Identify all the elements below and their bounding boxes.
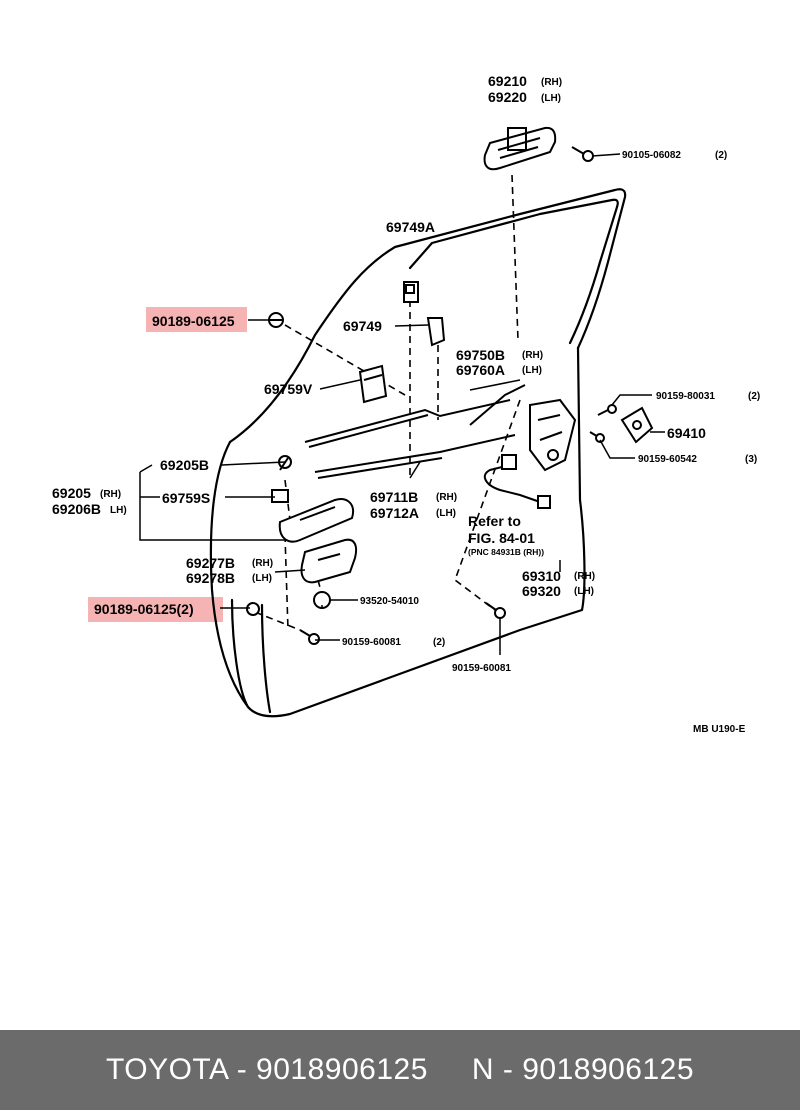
label-69760A-lh: (LH) — [522, 365, 542, 376]
part-labels: 69210 (RH) 69220 (LH) 90105-06082 (2) 69… — [52, 73, 760, 735]
lock-cable — [483, 454, 551, 509]
highlight-90189-bottom — [88, 597, 223, 622]
label-69759S: 69759S — [162, 490, 210, 506]
diagram-code: MB U190-E — [693, 724, 746, 735]
label-69205: 69205 — [52, 485, 91, 501]
label-69749: 69749 — [343, 318, 382, 334]
label-fig-84-01: FIG. 84-01 — [468, 530, 535, 546]
label-93520-54010: 93520-54010 — [360, 596, 419, 607]
label-69749A: 69749A — [386, 219, 435, 235]
label-90159-60542-qty: (3) — [745, 454, 757, 465]
footer-brand-part: TOYOTA - 9018906125 — [105, 1053, 428, 1086]
label-69278B-lh: (LH) — [252, 573, 272, 584]
part-69759S-icon — [271, 489, 289, 503]
label-rh: (RH) — [541, 77, 562, 88]
clip-90189-bottom-icon — [246, 602, 260, 616]
label-90159-60081-a: 90159-60081 — [342, 637, 401, 648]
label-90159-80031: 90159-80031 — [656, 391, 715, 402]
label-69711B: 69711B — [370, 489, 418, 505]
label-pnc: (PNC 84931B (RH)) — [468, 547, 544, 557]
door-panel-outline — [209, 188, 627, 718]
label-69277B-rh: (RH) — [252, 558, 273, 569]
label-69320-lh: (LH) — [574, 586, 594, 597]
label-69712A: 69712A — [370, 505, 419, 521]
dashed-leaders — [254, 174, 521, 631]
label-69205-rh: (RH) — [100, 489, 121, 500]
cover-69759V-icon — [358, 364, 388, 404]
screw-90159-80031-icon — [597, 404, 617, 416]
label-69310: 69310 — [522, 568, 561, 584]
label-69750B-rh: (RH) — [522, 350, 543, 361]
label-69206B: 69206B — [52, 501, 101, 517]
label-69205B: 69205B — [160, 457, 209, 473]
label-lh: (LH) — [541, 93, 561, 104]
label-69310-rh: (RH) — [574, 571, 595, 582]
footer-n-part: N - 9018906125 — [471, 1053, 695, 1086]
label-69711B-rh: (RH) — [436, 492, 457, 503]
screw-90105-icon — [571, 146, 594, 162]
door-lock-parts-diagram: 69210 (RH) 69220 (LH) 90105-06082 (2) 69… — [52, 73, 760, 735]
door-lock-assembly-icon — [529, 398, 577, 472]
outside-handle-part — [483, 126, 557, 171]
label-90105-06082: 90105-06082 — [622, 150, 681, 161]
label-refer-to: Refer to — [468, 513, 521, 529]
label-90189-06125-top: 90189-06125 — [152, 313, 235, 329]
striker-69410-icon — [620, 406, 654, 444]
highlight-90189-top — [146, 307, 247, 332]
bracket-69749-icon — [426, 317, 446, 347]
solid-leaders — [139, 153, 665, 655]
label-90105-qty: (2) — [715, 150, 727, 161]
label-69220: 69220 — [488, 89, 527, 105]
screw-90159-60542-icon — [589, 431, 605, 443]
label-69410: 69410 — [667, 425, 706, 441]
label-90159-80031-qty: (2) — [748, 391, 760, 402]
clip-69749A-icon — [403, 281, 419, 303]
label-69750B: 69750B — [456, 347, 505, 363]
label-69278B: 69278B — [186, 570, 235, 586]
lock-rods — [304, 384, 526, 479]
screw-90159-60081-b-icon — [485, 602, 506, 619]
label-69210: 69210 — [488, 73, 527, 89]
label-69760A: 69760A — [456, 362, 505, 378]
inside-handle-frame-icon — [278, 498, 354, 543]
label-69759V: 69759V — [264, 381, 313, 397]
label-90159-60081-a-qty: (2) — [433, 637, 445, 648]
inside-handle-69277B-icon — [300, 538, 358, 584]
label-69206B-lh: LH) — [110, 505, 127, 516]
label-69277B: 69277B — [186, 555, 235, 571]
screw-90159-60081-a-icon — [299, 629, 320, 645]
label-90189-06125-bottom: 90189-06125(2) — [94, 601, 194, 617]
label-69712A-lh: (LH) — [436, 508, 456, 519]
label-69320: 69320 — [522, 583, 561, 599]
part-69205B-icon — [278, 455, 292, 471]
label-90159-60542: 90159-60542 — [638, 454, 697, 465]
label-90159-60081-b: 90159-60081 — [452, 663, 511, 674]
footer-bar: TOYOTA - 9018906125 N - 9018906125 — [0, 1030, 800, 1110]
